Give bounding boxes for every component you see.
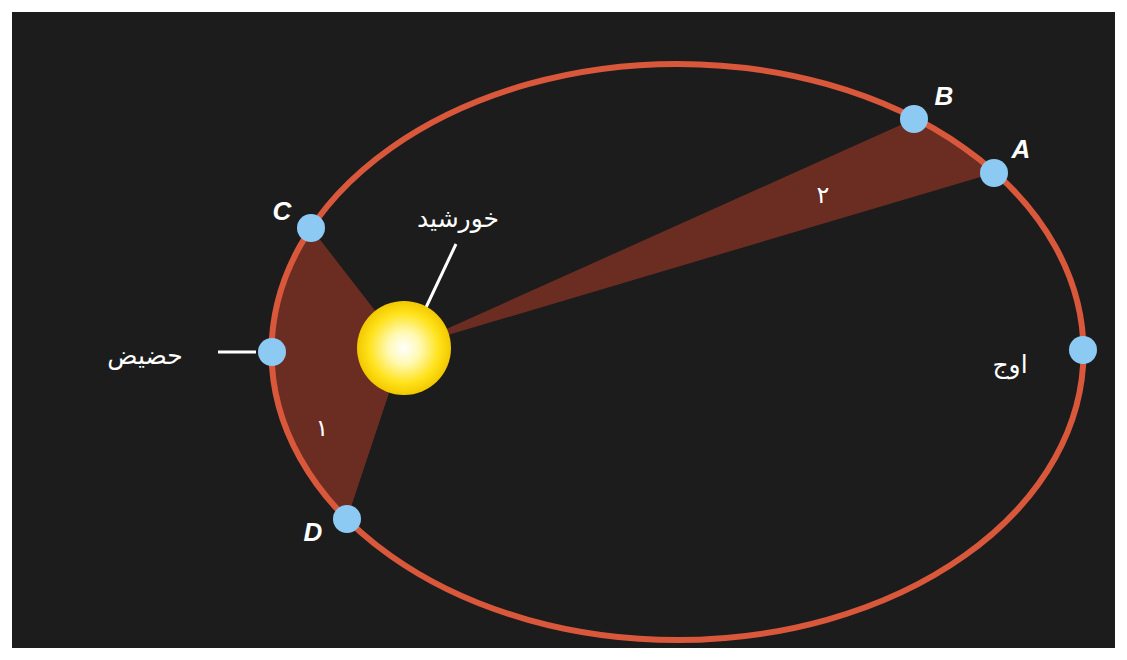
planet-position — [980, 159, 1008, 187]
planet-position — [900, 105, 928, 133]
aphelion-label: اوج — [992, 352, 1027, 377]
point-letter: A — [1012, 136, 1031, 162]
planet-position — [1069, 336, 1097, 364]
area-number: ۲ — [817, 183, 830, 207]
point-letter: B — [935, 83, 954, 109]
sun — [357, 301, 451, 395]
point-letter: C — [273, 198, 292, 224]
point-letter: D — [304, 519, 323, 545]
area-sector — [404, 119, 994, 348]
area-number: ۱ — [316, 416, 329, 440]
perihelion-label: حضیض — [107, 343, 182, 368]
leader-line — [218, 351, 256, 354]
planet-position — [333, 505, 361, 533]
planet-position — [297, 214, 325, 242]
planet-position — [258, 338, 286, 366]
orbit-ellipse — [272, 64, 1084, 640]
background-panel — [12, 12, 1115, 648]
sun-label: خورشید — [417, 206, 499, 231]
